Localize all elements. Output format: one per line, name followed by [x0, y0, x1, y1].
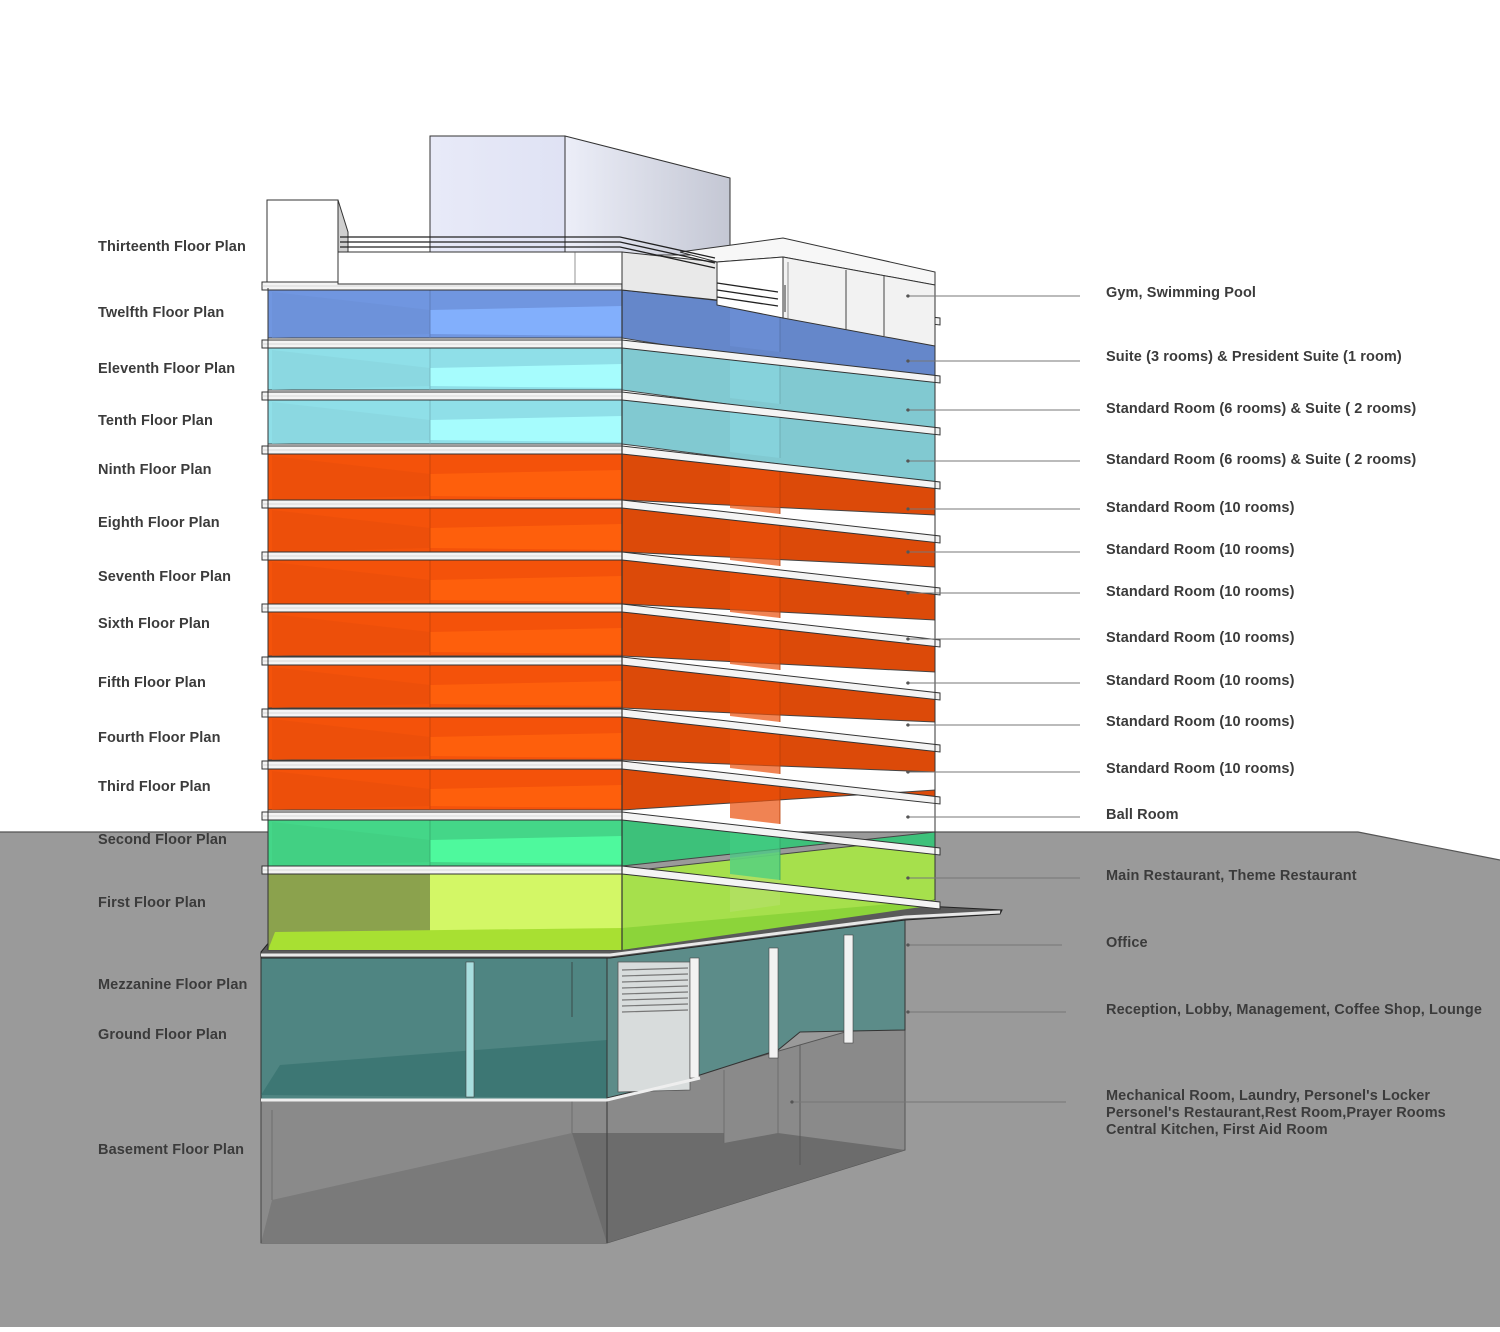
leader-dot [906, 294, 910, 298]
floor-label: Ninth Floor Plan [98, 462, 212, 478]
floor-use-label: Suite (3 rooms) & President Suite (1 roo… [1106, 349, 1402, 366]
floor-label: Ground Floor Plan [98, 1027, 227, 1043]
floor-use-line: Office [1106, 935, 1148, 951]
floor-use-label: Gym, Swimming Pool [1106, 285, 1256, 302]
leader-dot [906, 876, 910, 880]
leader-dot [790, 1100, 794, 1104]
floor-label: Third Floor Plan [98, 779, 211, 795]
leader-lines [790, 294, 1080, 1104]
floor-label: Fourth Floor Plan [98, 730, 221, 746]
floor-label: Basement Floor Plan [98, 1142, 245, 1158]
floor-use-label: Standard Room (10 rooms) [1106, 630, 1295, 647]
floor-use-line: Standard Room (6 rooms) & Suite ( 2 room… [1106, 401, 1417, 417]
floor-label: Twelfth Floor Plan [98, 305, 225, 321]
leader-dot [906, 815, 910, 819]
ground-mezzanine-volume [260, 917, 906, 1102]
floor-band [267, 287, 936, 389]
floor-use-line: Standard Room (10 rooms) [1106, 673, 1295, 689]
floor-use-line: Standard Room (10 rooms) [1106, 500, 1295, 516]
floor-use-line: Personel's Restaurant,Rest Room,Prayer R… [1106, 1105, 1446, 1121]
floor-use-label: Standard Room (10 rooms) [1106, 584, 1295, 601]
floor-use-line: Main Restaurant, Theme Restaurant [1106, 868, 1357, 884]
leader-dot [906, 591, 910, 595]
floor-use-line: Standard Room (10 rooms) [1106, 761, 1295, 777]
floor-use-label: Ball Room [1106, 807, 1179, 824]
leader-dot [906, 943, 910, 947]
floor-use-line: Standard Room (10 rooms) [1106, 584, 1295, 600]
floor-use-line: Standard Room (10 rooms) [1106, 630, 1295, 646]
floor-use-line: Reception, Lobby, Management, Coffee Sho… [1106, 1002, 1483, 1018]
floor-label: Tenth Floor Plan [98, 413, 213, 429]
floor-use-line: Standard Room (6 rooms) & Suite ( 2 room… [1106, 452, 1417, 468]
floor-use-label: Office [1106, 935, 1148, 952]
floor-band [267, 345, 936, 433]
floor-use-line: Gym, Swimming Pool [1106, 285, 1257, 301]
leader-dot [906, 770, 910, 774]
roof-structures [266, 135, 936, 347]
floor-use-label: Standard Room (10 rooms) [1106, 500, 1295, 517]
floor-use-line: Ball Room [1106, 807, 1179, 823]
floor-use-line: Mechanical Room, Laundry, Personel's Loc… [1106, 1088, 1431, 1104]
floor-use-label: Reception, Lobby, Management, Coffee Sho… [1106, 1002, 1482, 1019]
leader-dot [906, 459, 910, 463]
floor-use-line: Standard Room (10 rooms) [1106, 542, 1295, 558]
floor-label: First Floor Plan [98, 895, 206, 911]
leader-dot [906, 681, 910, 685]
floor-use-label: Standard Room (10 rooms) [1106, 714, 1295, 731]
floor-use-label: Standard Room (6 rooms) & Suite ( 2 room… [1106, 401, 1416, 418]
floor-use-label: Standard Room (10 rooms) [1106, 542, 1295, 559]
leader-dot [906, 359, 910, 363]
floor-label: Fifth Floor Plan [98, 675, 206, 691]
floor-use-label: Standard Room (10 rooms) [1106, 761, 1295, 778]
floor-use-line: Standard Room (10 rooms) [1106, 714, 1295, 730]
floor-use-label: Mechanical Room, Laundry, Personel's Loc… [1106, 1088, 1446, 1139]
floor-band [267, 557, 936, 621]
leader-dot [906, 637, 910, 641]
floor-use-label: Main Restaurant, Theme Restaurant [1106, 868, 1357, 885]
leader-dot [906, 723, 910, 727]
floor-band [267, 609, 936, 673]
floor-label: Second Floor Plan [98, 832, 227, 848]
floor-label: Seventh Floor Plan [98, 569, 232, 585]
leader-dot [906, 408, 910, 412]
floor-use-label: Standard Room (10 rooms) [1106, 673, 1295, 690]
floor-use-line: Central Kitchen, First Aid Room [1106, 1122, 1328, 1138]
floor-label: Eighth Floor Plan [98, 515, 220, 531]
floor-use-line: Suite (3 rooms) & President Suite (1 roo… [1106, 349, 1402, 365]
floor-label: Mezzanine Floor Plan [98, 977, 248, 993]
leader-dot [906, 1010, 910, 1014]
floor-band [267, 451, 936, 516]
floor-stack [261, 281, 941, 950]
floor-use-label: Standard Room (6 rooms) & Suite ( 2 room… [1106, 452, 1416, 469]
floor-label: Sixth Floor Plan [98, 616, 210, 632]
leader-dot [906, 550, 910, 554]
first-floor-volume [267, 836, 936, 951]
floor-band [267, 397, 936, 485]
floor-band [267, 714, 936, 774]
floor-label: Eleventh Floor Plan [98, 361, 236, 377]
basement-volume [260, 1014, 906, 1244]
leader-dot [906, 507, 910, 511]
floor-label: Thirteenth Floor Plan [98, 239, 246, 255]
